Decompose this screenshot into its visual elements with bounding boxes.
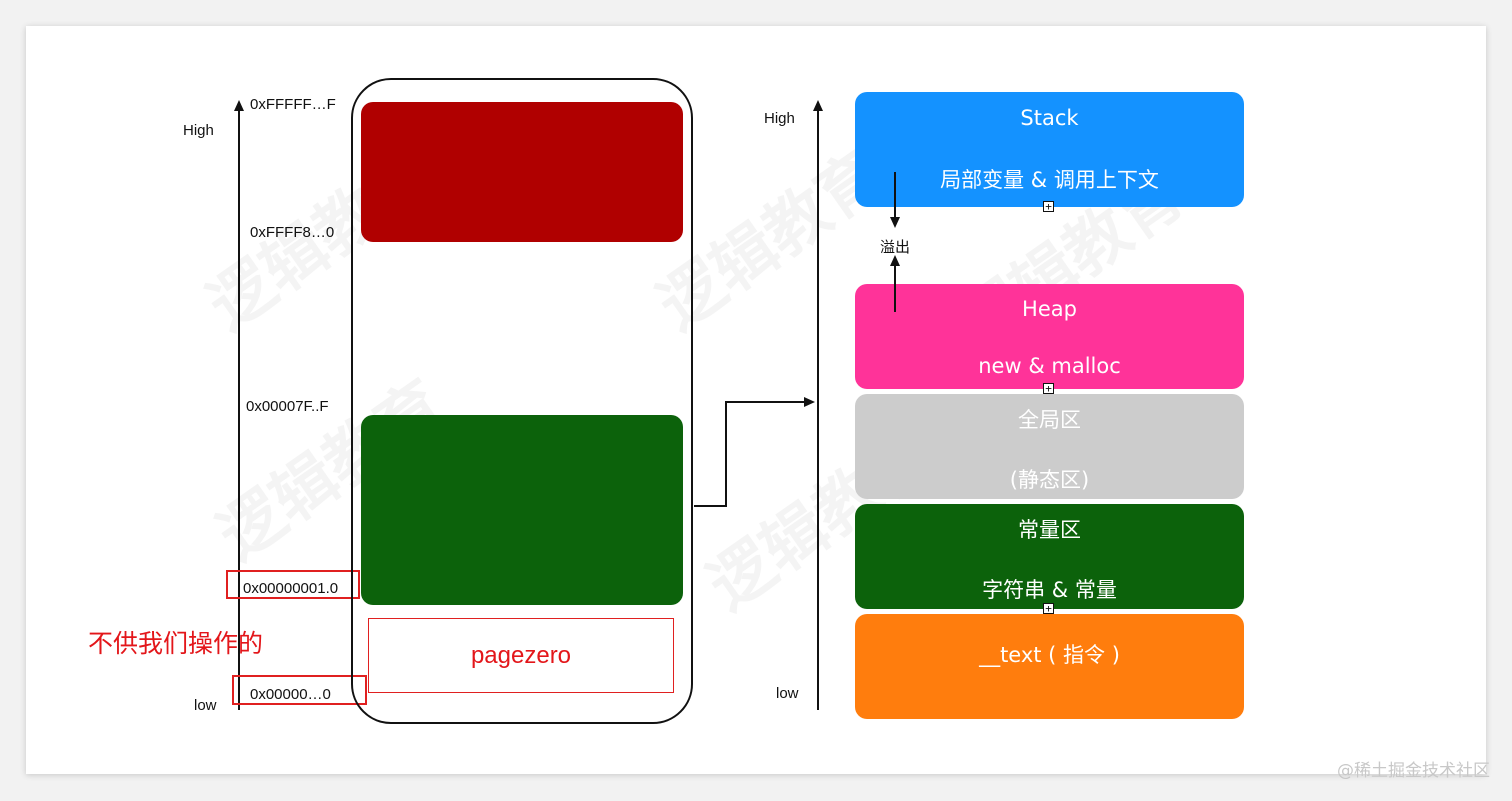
overflow-label: 溢出 xyxy=(880,238,911,256)
right-axis-low-label: low xyxy=(776,685,799,702)
virtual-memory-container xyxy=(351,78,693,724)
address-label-user-top: 0x00007F..F xyxy=(246,398,329,415)
global-segment: 全局区 (静态区) xyxy=(855,394,1244,499)
address-highlight-box xyxy=(226,570,360,599)
connector-line-horizontal xyxy=(725,401,805,403)
stack-title: Stack xyxy=(1020,106,1079,130)
connector-arrowhead xyxy=(804,397,815,407)
kernel-space-block xyxy=(361,102,683,242)
address-label-user-start: 0x00000001.0 xyxy=(243,580,339,597)
constant-subtitle: 字符串 & 常量 xyxy=(982,578,1117,602)
text-segment: __text ( 指令 ) xyxy=(855,614,1244,719)
heap-subtitle: new & malloc xyxy=(978,354,1121,378)
left-axis-high-label: High xyxy=(183,122,214,139)
stack-growth-arrow xyxy=(894,172,896,218)
address-label-max: 0xFFFFF…F xyxy=(250,96,336,113)
process-space-block xyxy=(361,415,683,605)
slide-canvas xyxy=(26,26,1486,774)
pagezero-box: pagezero xyxy=(368,618,674,693)
address-label-zero: 0x00000…0 xyxy=(250,686,331,703)
right-axis-high-label: High xyxy=(764,110,795,127)
address-highlight-box xyxy=(232,675,367,705)
credit-watermark: @稀土掘金技术社区 xyxy=(1337,761,1490,781)
stack-subtitle: 局部变量 & 调用上下文 xyxy=(940,168,1159,192)
global-title: 全局区 xyxy=(1018,408,1081,432)
heap-growth-arrow xyxy=(894,264,896,312)
left-axis-line xyxy=(238,110,240,710)
stack-segment: Stack 局部变量 & 调用上下文 xyxy=(855,92,1244,207)
address-label-kernel-start: 0xFFFF8…0 xyxy=(250,224,335,241)
stack-growth-arrowhead xyxy=(890,217,900,228)
expand-icon: + xyxy=(1043,201,1054,212)
expand-icon: + xyxy=(1043,603,1054,614)
heap-title: Heap xyxy=(1022,297,1077,321)
not-accessible-note: 不供我们操作的 xyxy=(88,630,264,658)
pagezero-label: pagezero xyxy=(470,641,572,669)
text-title: __text ( 指令 ) xyxy=(979,643,1120,667)
heap-segment: Heap new & malloc xyxy=(855,284,1244,389)
connector-line-vertical xyxy=(725,401,727,507)
connector-line-horizontal xyxy=(694,505,727,507)
heap-growth-arrowhead xyxy=(890,255,900,266)
right-axis-line xyxy=(817,110,819,710)
global-subtitle: (静态区) xyxy=(1009,468,1090,492)
constant-segment: 常量区 字符串 & 常量 xyxy=(855,504,1244,609)
right-axis-arrowhead xyxy=(813,100,823,111)
left-axis-low-label: low xyxy=(194,697,217,714)
constant-title: 常量区 xyxy=(1018,518,1081,542)
left-axis-arrowhead xyxy=(234,100,244,111)
expand-icon: + xyxy=(1043,383,1054,394)
